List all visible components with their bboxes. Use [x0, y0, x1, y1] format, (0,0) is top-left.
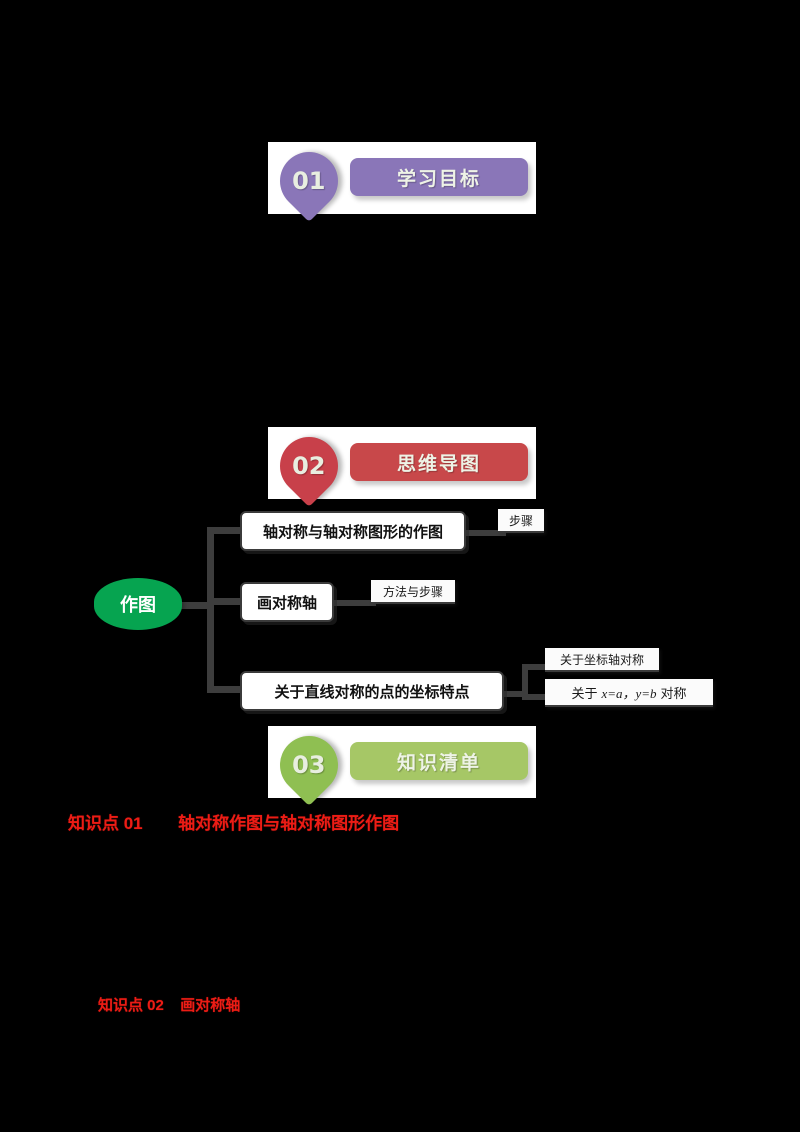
section-banner-02: 02 思维导图	[267, 424, 536, 508]
mindmap-leaf-line-symmetry[interactable]: 关于 x=a，y=b 对称	[545, 679, 713, 707]
section-badge-02: 02	[267, 424, 351, 508]
section-badge-01: 01	[267, 139, 351, 223]
mindmap-leaf-label: 方法与步骤	[382, 584, 443, 599]
section-banner-01: 01 学习目标	[267, 139, 536, 223]
mindmap-leaf-prefix: 关于	[571, 685, 598, 701]
section-banner-03: 03 知识清单	[267, 723, 536, 807]
mindmap-leaf-method-steps[interactable]: 方法与步骤	[371, 580, 455, 604]
knowledge-point-01-tag: 知识点 01	[68, 814, 143, 833]
section-badge-03: 03	[267, 723, 351, 807]
section-number-01: 01	[292, 167, 326, 195]
section-label-03: 知识清单	[396, 752, 481, 774]
connector-leaf-axis-sym	[522, 664, 548, 670]
mindmap-root-label: 作图	[120, 595, 156, 615]
mindmap-node-draw-axis[interactable]: 画对称轴	[240, 582, 334, 622]
connector-branch-2	[207, 598, 245, 605]
mindmap-leaf-label: 关于坐标轴对称	[559, 652, 644, 667]
mindmap-leaf-steps[interactable]: 步骤	[498, 509, 544, 533]
connector-spine	[207, 527, 214, 692]
connector-leaf-group-stem	[502, 691, 526, 697]
mindmap-leaf-formula: x=a，y=b	[601, 685, 657, 701]
mindmap-leaf-label: 步骤	[508, 513, 533, 528]
section-number-03: 03	[292, 751, 326, 779]
knowledge-point-01-heading: 知识点 01 轴对称作图与轴对称图形作图	[68, 809, 399, 834]
connector-leaf-group-spine	[522, 664, 528, 700]
section-label-01: 学习目标	[396, 168, 481, 190]
connector-leaf-line-sym	[522, 694, 548, 700]
mindmap-leaf-axis-symmetry[interactable]: 关于坐标轴对称	[545, 648, 659, 672]
connector-leaf-method-steps	[330, 600, 376, 606]
knowledge-point-01-title: 轴对称作图与轴对称图形作图	[178, 814, 400, 833]
mindmap-leaf-suffix: 对称	[660, 685, 687, 701]
section-label-02: 思维导图	[396, 453, 481, 475]
mindmap-root-node[interactable]: 作图	[94, 578, 182, 630]
mindmap-node-label: 轴对称与轴对称图形的作图	[262, 523, 443, 541]
knowledge-point-02-title: 画对称轴	[180, 997, 241, 1014]
knowledge-point-02-heading: 知识点 02 画对称轴	[98, 994, 240, 1015]
mindmap-node-coordinate-features[interactable]: 关于直线对称的点的坐标特点	[240, 671, 504, 711]
connector-branch-3	[207, 686, 245, 693]
connector-root-stem	[176, 602, 210, 609]
section-pill-02: 思维导图	[350, 443, 528, 481]
mindmap-node-label: 画对称轴	[256, 594, 317, 612]
mindmap-node-axis-symmetry-drawing[interactable]: 轴对称与轴对称图形的作图	[240, 511, 466, 551]
mindmap-node-label: 关于直线对称的点的坐标特点	[274, 683, 470, 701]
section-number-02: 02	[292, 452, 326, 480]
knowledge-point-02-tag: 知识点 02	[98, 997, 164, 1014]
connector-branch-1	[207, 527, 245, 534]
connector-leaf-steps	[464, 530, 506, 536]
section-pill-03: 知识清单	[350, 742, 528, 780]
section-pill-01: 学习目标	[350, 158, 528, 196]
